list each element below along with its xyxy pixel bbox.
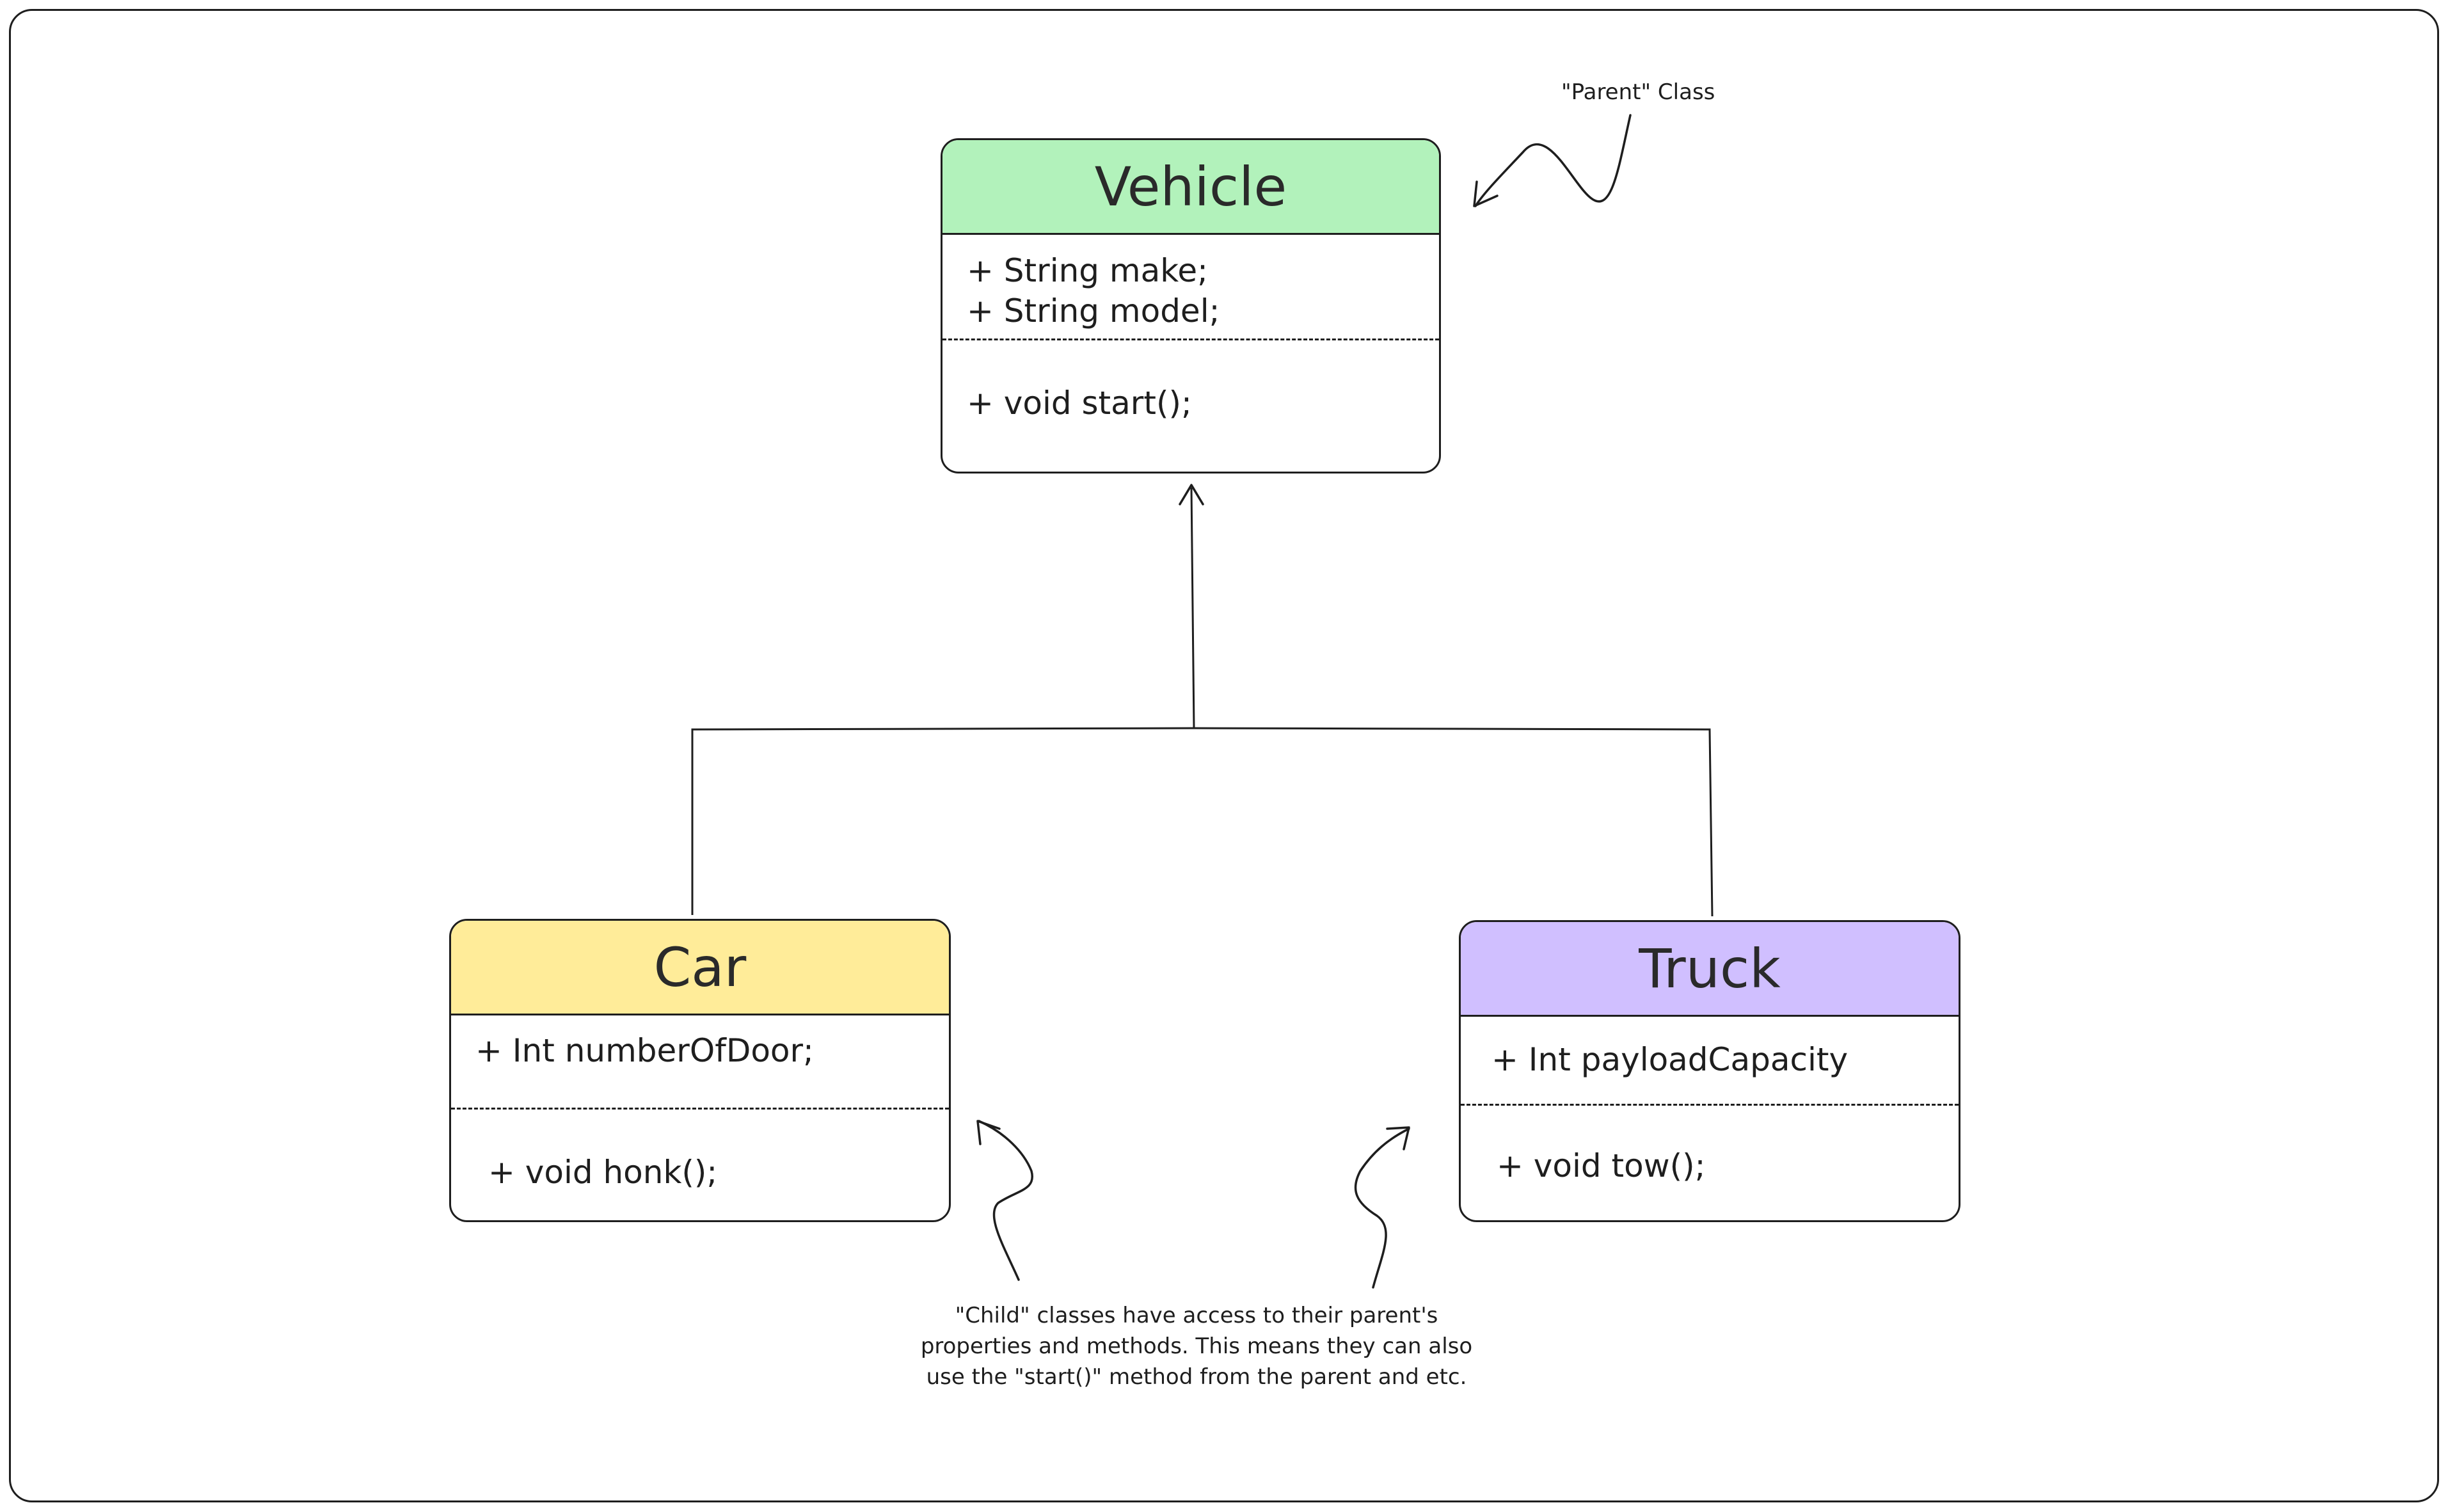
parent-class-note: "Parent" Class xyxy=(1561,79,1715,105)
vehicle-class-name: Vehicle xyxy=(1094,155,1287,218)
truck-class-name: Truck xyxy=(1639,937,1781,1000)
car-attribute-doors: + Int numberOfDoor; xyxy=(475,1032,814,1069)
vehicle-attribute-make: + String make; xyxy=(967,252,1209,289)
truck-method-tow: + void tow(); xyxy=(1497,1147,1706,1184)
child-note-line-3: use the "start()" method from the parent… xyxy=(926,1364,1467,1390)
truck-class-box[interactable]: Truck + Int payloadCapacity + void tow()… xyxy=(1459,920,1960,1222)
car-class-header: Car xyxy=(451,921,949,1015)
child-note-line-1: "Child" classes have access to their par… xyxy=(955,1303,1438,1328)
truck-attribute-payload: + Int payloadCapacity xyxy=(1491,1041,1849,1078)
vehicle-class-box[interactable]: Vehicle + String make; + String model; +… xyxy=(941,138,1441,473)
child-note-line-2: properties and methods. This means they … xyxy=(920,1333,1473,1359)
vehicle-class-header: Vehicle xyxy=(942,140,1439,235)
vehicle-divider xyxy=(942,338,1439,340)
vehicle-method-start: + void start(); xyxy=(967,385,1192,422)
child-classes-note: "Child" classes have access to their par… xyxy=(883,1300,1510,1392)
vehicle-attribute-model: + String model; xyxy=(967,292,1220,330)
car-divider xyxy=(451,1108,949,1110)
car-class-name: Car xyxy=(653,935,747,999)
car-class-box[interactable]: Car + Int numberOfDoor; + void honk(); xyxy=(449,919,951,1222)
truck-class-header: Truck xyxy=(1461,922,1959,1017)
car-method-honk: + void honk(); xyxy=(488,1154,718,1191)
truck-divider xyxy=(1461,1104,1959,1106)
